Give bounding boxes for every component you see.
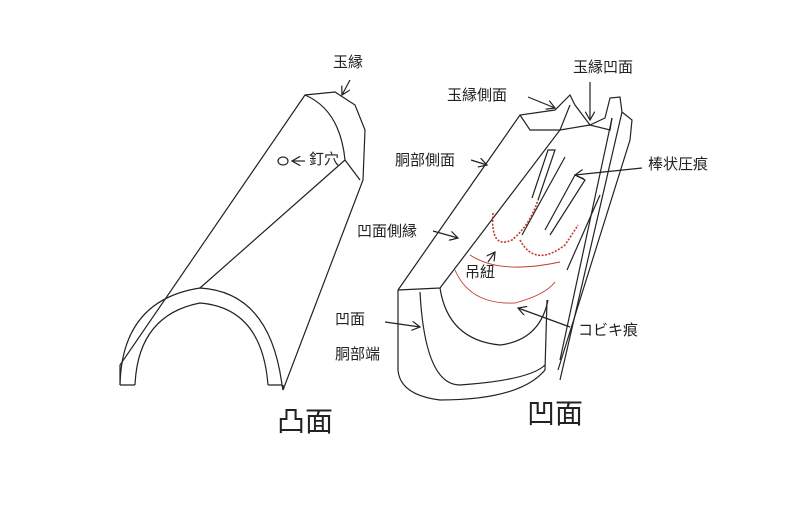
label-tamabuchi: 玉縁 <box>333 53 364 71</box>
convex-title: 凸面 <box>277 405 334 438</box>
label-kobiki-marks: コビキ痕 <box>578 321 639 339</box>
label-body-side: 胴部側面 <box>395 151 456 169</box>
label-concave-edge: 凹面側縁 <box>357 222 418 240</box>
label-concave-face: 凹面 <box>335 310 366 328</box>
concave-tile <box>384 82 643 401</box>
label-tamabuchi-side: 玉縁側面 <box>447 86 508 104</box>
label-nail-hole: 釘穴 <box>309 150 340 168</box>
hanging-cord <box>491 199 579 257</box>
label-tamabuchi-concave: 玉縁凹面 <box>573 58 634 76</box>
label-rod-marks: 棒状圧痕 <box>648 155 709 173</box>
label-body-end: 胴部端 <box>335 345 381 363</box>
nail-hole-icon <box>277 156 289 166</box>
label-hanging-cord: 吊紐 <box>465 263 496 281</box>
convex-tile <box>119 79 366 391</box>
concave-title: 凹面 <box>527 397 584 430</box>
